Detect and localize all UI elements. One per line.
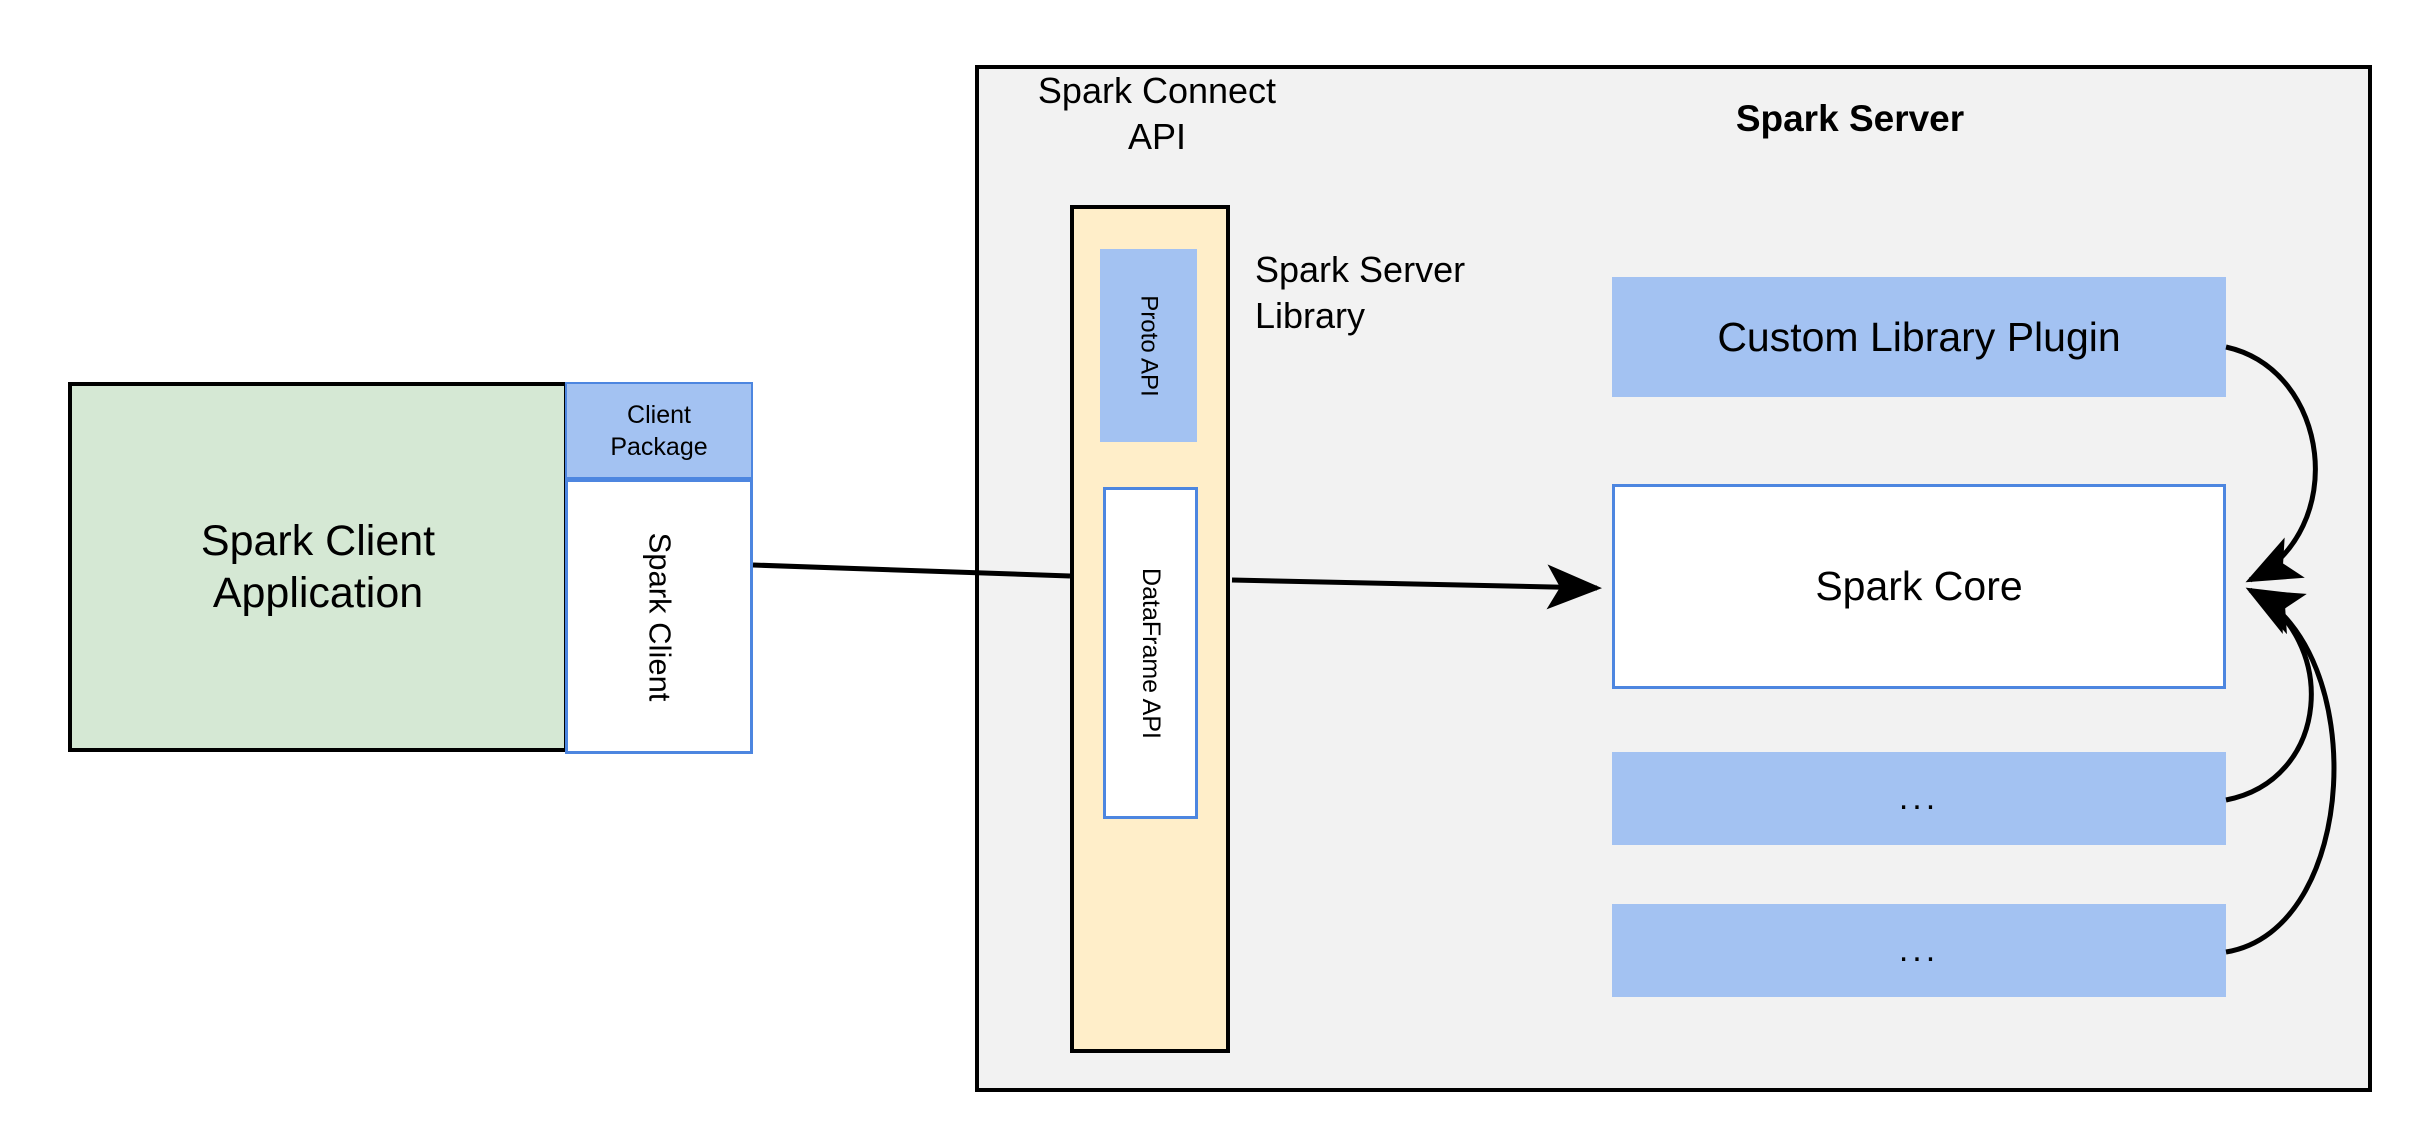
spark-server-library-label: Spark Server Library xyxy=(1255,249,1466,337)
proto-api-label: Proto API xyxy=(1135,294,1163,397)
client-package-label: Client Package xyxy=(610,400,708,461)
spark-connect-api-label: Spark Connect API xyxy=(1037,70,1277,158)
ellipsis-one-label: ... xyxy=(1898,779,1940,817)
spark-client-box[interactable]: Spark Client xyxy=(565,479,753,754)
ellipsis-two-label: ... xyxy=(1898,931,1940,969)
ellipsis-box-two[interactable]: ... xyxy=(1612,904,2226,997)
spark-core-box[interactable]: Spark Core xyxy=(1612,484,2226,689)
spark-client-label: Spark Client xyxy=(641,532,677,701)
spark-client-application-box[interactable]: Spark Client Application xyxy=(68,382,568,752)
dataframe-api-box[interactable]: DataFrame API xyxy=(1103,487,1198,819)
proto-api-box[interactable]: Proto API xyxy=(1100,249,1197,442)
custom-library-plugin-label: Custom Library Plugin xyxy=(1717,313,2121,360)
spark-core-label: Spark Core xyxy=(1815,563,2023,609)
custom-library-plugin-box[interactable]: Custom Library Plugin xyxy=(1612,277,2226,397)
spark-client-application-label: Spark Client Application xyxy=(200,516,436,617)
dataframe-api-label: DataFrame API xyxy=(1137,567,1165,739)
client-package-box[interactable]: Client Package xyxy=(565,382,753,479)
spark-server-title: Spark Server xyxy=(1735,98,1965,139)
ellipsis-box-one[interactable]: ... xyxy=(1612,752,2226,845)
